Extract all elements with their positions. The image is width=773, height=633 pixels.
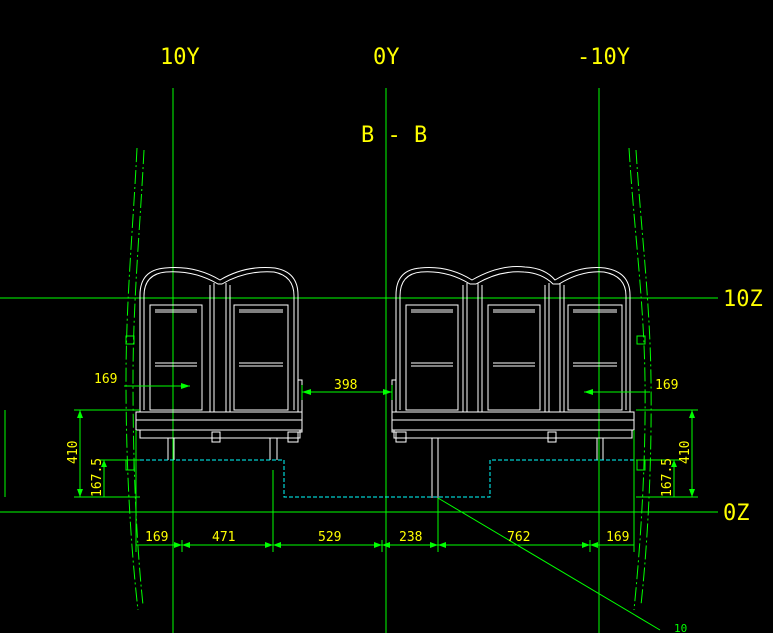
right-seat-back-outline	[395, 266, 631, 412]
reference-grid	[0, 88, 718, 633]
left-inner-wall	[132, 149, 145, 606]
dim-bottom-seg-6: 169	[606, 530, 629, 545]
axis-label-0z: 0Z	[723, 501, 750, 526]
axis-label-0y: 0Y	[373, 45, 400, 70]
section-title: B - B	[361, 123, 427, 148]
left-seat-pair	[135, 267, 303, 460]
right-inner-wall	[635, 149, 652, 606]
dim-bottom-seg-1: 169	[145, 530, 168, 545]
left-outer-wall	[125, 147, 139, 611]
dimension-arrowheads	[77, 383, 695, 548]
right-outer-wall	[628, 147, 646, 611]
dim-right-aisle-offset: 169	[655, 378, 678, 393]
dim-left-step: 167.5	[90, 458, 105, 497]
axis-label-neg10y: -10Y	[577, 45, 630, 70]
dim-aisle-width: 398	[334, 378, 357, 393]
right-seat-triple	[391, 266, 635, 498]
dim-left-height: 410	[66, 441, 81, 464]
axis-label-10y: 10Y	[160, 45, 200, 70]
right-seat-cushion	[391, 411, 635, 431]
dim-left-aisle-offset: 169	[94, 372, 117, 387]
left-seat-back-outline	[139, 267, 299, 412]
leader-tag: 10	[674, 622, 687, 633]
dim-right-height: 410	[678, 441, 693, 464]
dimension-lines	[4, 385, 698, 631]
dim-bottom-seg-3: 529	[318, 530, 341, 545]
left-seat-cushion	[135, 411, 303, 431]
dim-bottom-seg-5: 762	[507, 530, 530, 545]
dim-bottom-seg-4: 238	[399, 530, 422, 545]
axis-label-10z: 10Z	[723, 287, 763, 312]
dim-right-step: 167.5	[660, 458, 675, 497]
section-leader-line	[437, 497, 661, 631]
car-body-walls	[125, 147, 652, 611]
dim-bottom-seg-2: 471	[212, 530, 235, 545]
floor-profile	[140, 459, 635, 498]
